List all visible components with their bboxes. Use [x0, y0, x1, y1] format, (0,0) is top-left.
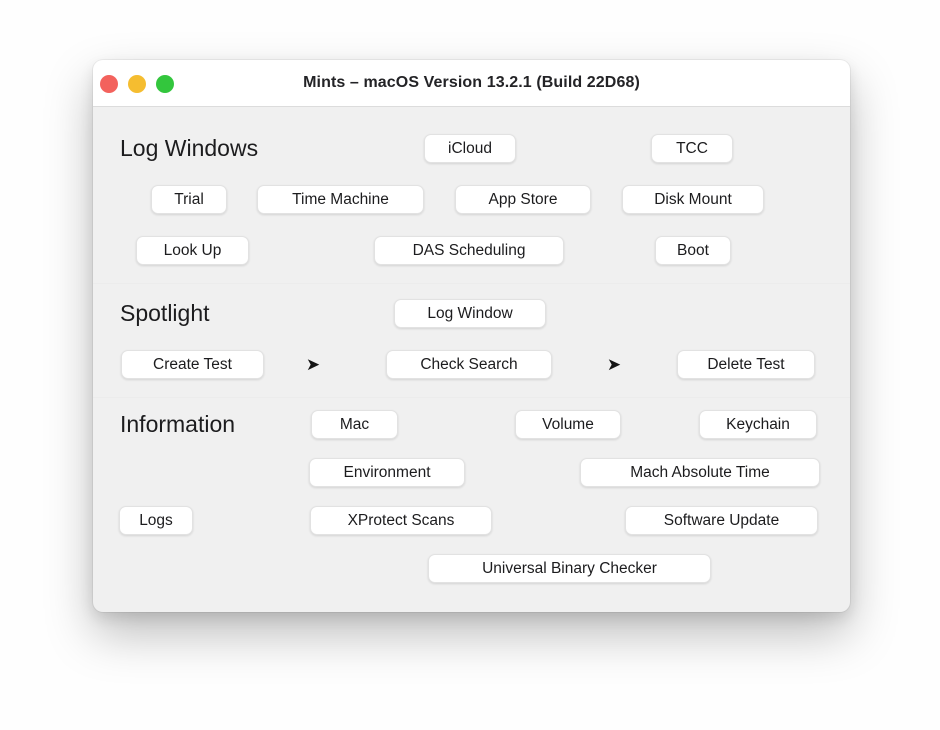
zoom-button[interactable]: [156, 75, 174, 93]
das-scheduling-button[interactable]: DAS Scheduling: [374, 236, 564, 265]
icloud-button[interactable]: iCloud: [424, 134, 516, 163]
section-header-spotlight: Spotlight: [120, 300, 210, 326]
traffic-lights: [100, 75, 174, 93]
trial-button[interactable]: Trial: [151, 185, 227, 214]
disk-mount-button[interactable]: Disk Mount: [622, 185, 764, 214]
log-window-button[interactable]: Log Window: [394, 299, 546, 328]
time-machine-button[interactable]: Time Machine: [257, 185, 424, 214]
window-title: Mints – macOS Version 13.2.1 (Build 22D6…: [303, 74, 640, 91]
section-header-log-windows: Log Windows: [120, 135, 259, 161]
check-search-button[interactable]: Check Search: [386, 350, 552, 379]
create-test-button[interactable]: Create Test: [121, 350, 264, 379]
xprotect-scans-button[interactable]: XProtect Scans: [310, 506, 492, 535]
window-content: Log Windows iCloud TCC Trial Time Machin…: [93, 107, 850, 612]
section-divider: [93, 397, 850, 398]
tcc-button[interactable]: TCC: [651, 134, 733, 163]
app-store-button[interactable]: App Store: [455, 185, 591, 214]
mac-button[interactable]: Mac: [311, 410, 398, 439]
delete-test-button[interactable]: Delete Test: [677, 350, 815, 379]
logs-button[interactable]: Logs: [119, 506, 193, 535]
universal-binary-checker-button[interactable]: Universal Binary Checker: [428, 554, 711, 583]
flow-arrow-icon: ➤: [606, 354, 622, 374]
environment-button[interactable]: Environment: [309, 458, 465, 487]
mach-absolute-time-button[interactable]: Mach Absolute Time: [580, 458, 820, 487]
app-window: Mints – macOS Version 13.2.1 (Build 22D6…: [93, 60, 850, 612]
section-divider: [93, 283, 850, 284]
look-up-button[interactable]: Look Up: [136, 236, 249, 265]
titlebar[interactable]: Mints – macOS Version 13.2.1 (Build 22D6…: [93, 60, 850, 107]
software-update-button[interactable]: Software Update: [625, 506, 818, 535]
close-button[interactable]: [100, 75, 118, 93]
boot-button[interactable]: Boot: [655, 236, 731, 265]
flow-arrow-icon: ➤: [305, 354, 321, 374]
volume-button[interactable]: Volume: [515, 410, 621, 439]
section-header-information: Information: [120, 411, 236, 437]
minimize-button[interactable]: [128, 75, 146, 93]
keychain-button[interactable]: Keychain: [699, 410, 817, 439]
